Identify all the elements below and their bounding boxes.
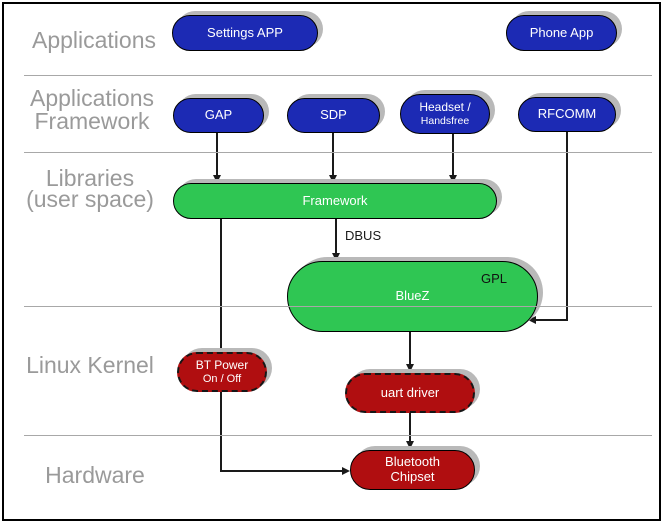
connector-bluez-uart (409, 332, 411, 366)
node-label: SDP (320, 107, 347, 123)
node-label: BlueZ (395, 288, 430, 304)
node-label: GAP (204, 107, 233, 123)
node-label: Settings APP (207, 24, 283, 40)
node-bluez: GPL BlueZ (287, 261, 538, 332)
arrowhead-down-icon (405, 441, 414, 449)
layer-label-libraries: Libraries (user space) (10, 165, 170, 212)
node-label: Handsfree (420, 114, 470, 127)
arrowhead-left-icon (528, 315, 536, 324)
node-label: Framework (302, 192, 368, 208)
gpl-label: GPL (480, 271, 507, 286)
node-framework: Framework (173, 183, 497, 219)
connector-headset-framework (452, 133, 454, 177)
layer-divider (24, 152, 652, 153)
node-headset-handsfree: Headset / Handsfree (400, 94, 490, 134)
layer-divider (24, 435, 652, 436)
layer-label-linux-kernel: Linux Kernel (26, 352, 154, 378)
connector-rfcomm-bluez-horizontal (536, 319, 568, 321)
node-sdp: SDP (287, 98, 380, 133)
node-bluetooth-chipset: Bluetooth Chipset (350, 450, 475, 490)
layer-label-applications: Applications (31, 27, 157, 53)
connector-uart-chipset (409, 413, 411, 443)
connector-rfcomm-bluez-vertical (566, 131, 568, 321)
node-label: Bluetooth (385, 454, 440, 470)
node-bt-power: BT Power On / Off (177, 352, 267, 392)
layer-label-applications-framework: Applications Framework (12, 87, 172, 133)
connector-framework-bluez (335, 219, 337, 255)
connector-sdp-framework (332, 133, 334, 177)
node-label: RFCOMM (537, 106, 597, 122)
layer-label-line: (user space) (26, 186, 154, 212)
connector-gap-framework (216, 133, 218, 177)
node-label: Phone App (529, 24, 594, 40)
node-label: Headset / (419, 100, 471, 115)
arrowhead-down-icon (212, 175, 221, 183)
node-phone-app: Phone App (506, 15, 617, 51)
layer-divider (24, 306, 652, 307)
layer-label-hardware: Hardware (45, 462, 145, 488)
arrowhead-down-icon (331, 253, 340, 261)
node-label: uart driver (380, 384, 440, 400)
dbus-label: DBUS (345, 228, 382, 243)
layer-label-line: Libraries (45, 165, 135, 191)
connector-framework-chipset-horizontal (220, 470, 343, 472)
connector-framework-chipset-vertical (220, 219, 222, 472)
node-gap: GAP (173, 98, 264, 133)
arrowhead-down-icon (448, 175, 457, 183)
node-rfcomm: RFCOMM (518, 97, 616, 132)
node-label: BT Power (195, 357, 249, 372)
layer-label-line: Applications (29, 85, 155, 111)
node-label: On / Off (202, 372, 242, 385)
node-settings-app: Settings APP (172, 15, 318, 51)
layer-label-line: Framework (34, 108, 150, 134)
arrowhead-down-icon (328, 175, 337, 183)
node-uart-driver: uart driver (345, 373, 475, 413)
layer-divider (24, 75, 652, 76)
arrowhead-down-icon (405, 364, 414, 372)
node-label: Chipset (390, 469, 435, 484)
arrowhead-right-icon (342, 466, 350, 475)
